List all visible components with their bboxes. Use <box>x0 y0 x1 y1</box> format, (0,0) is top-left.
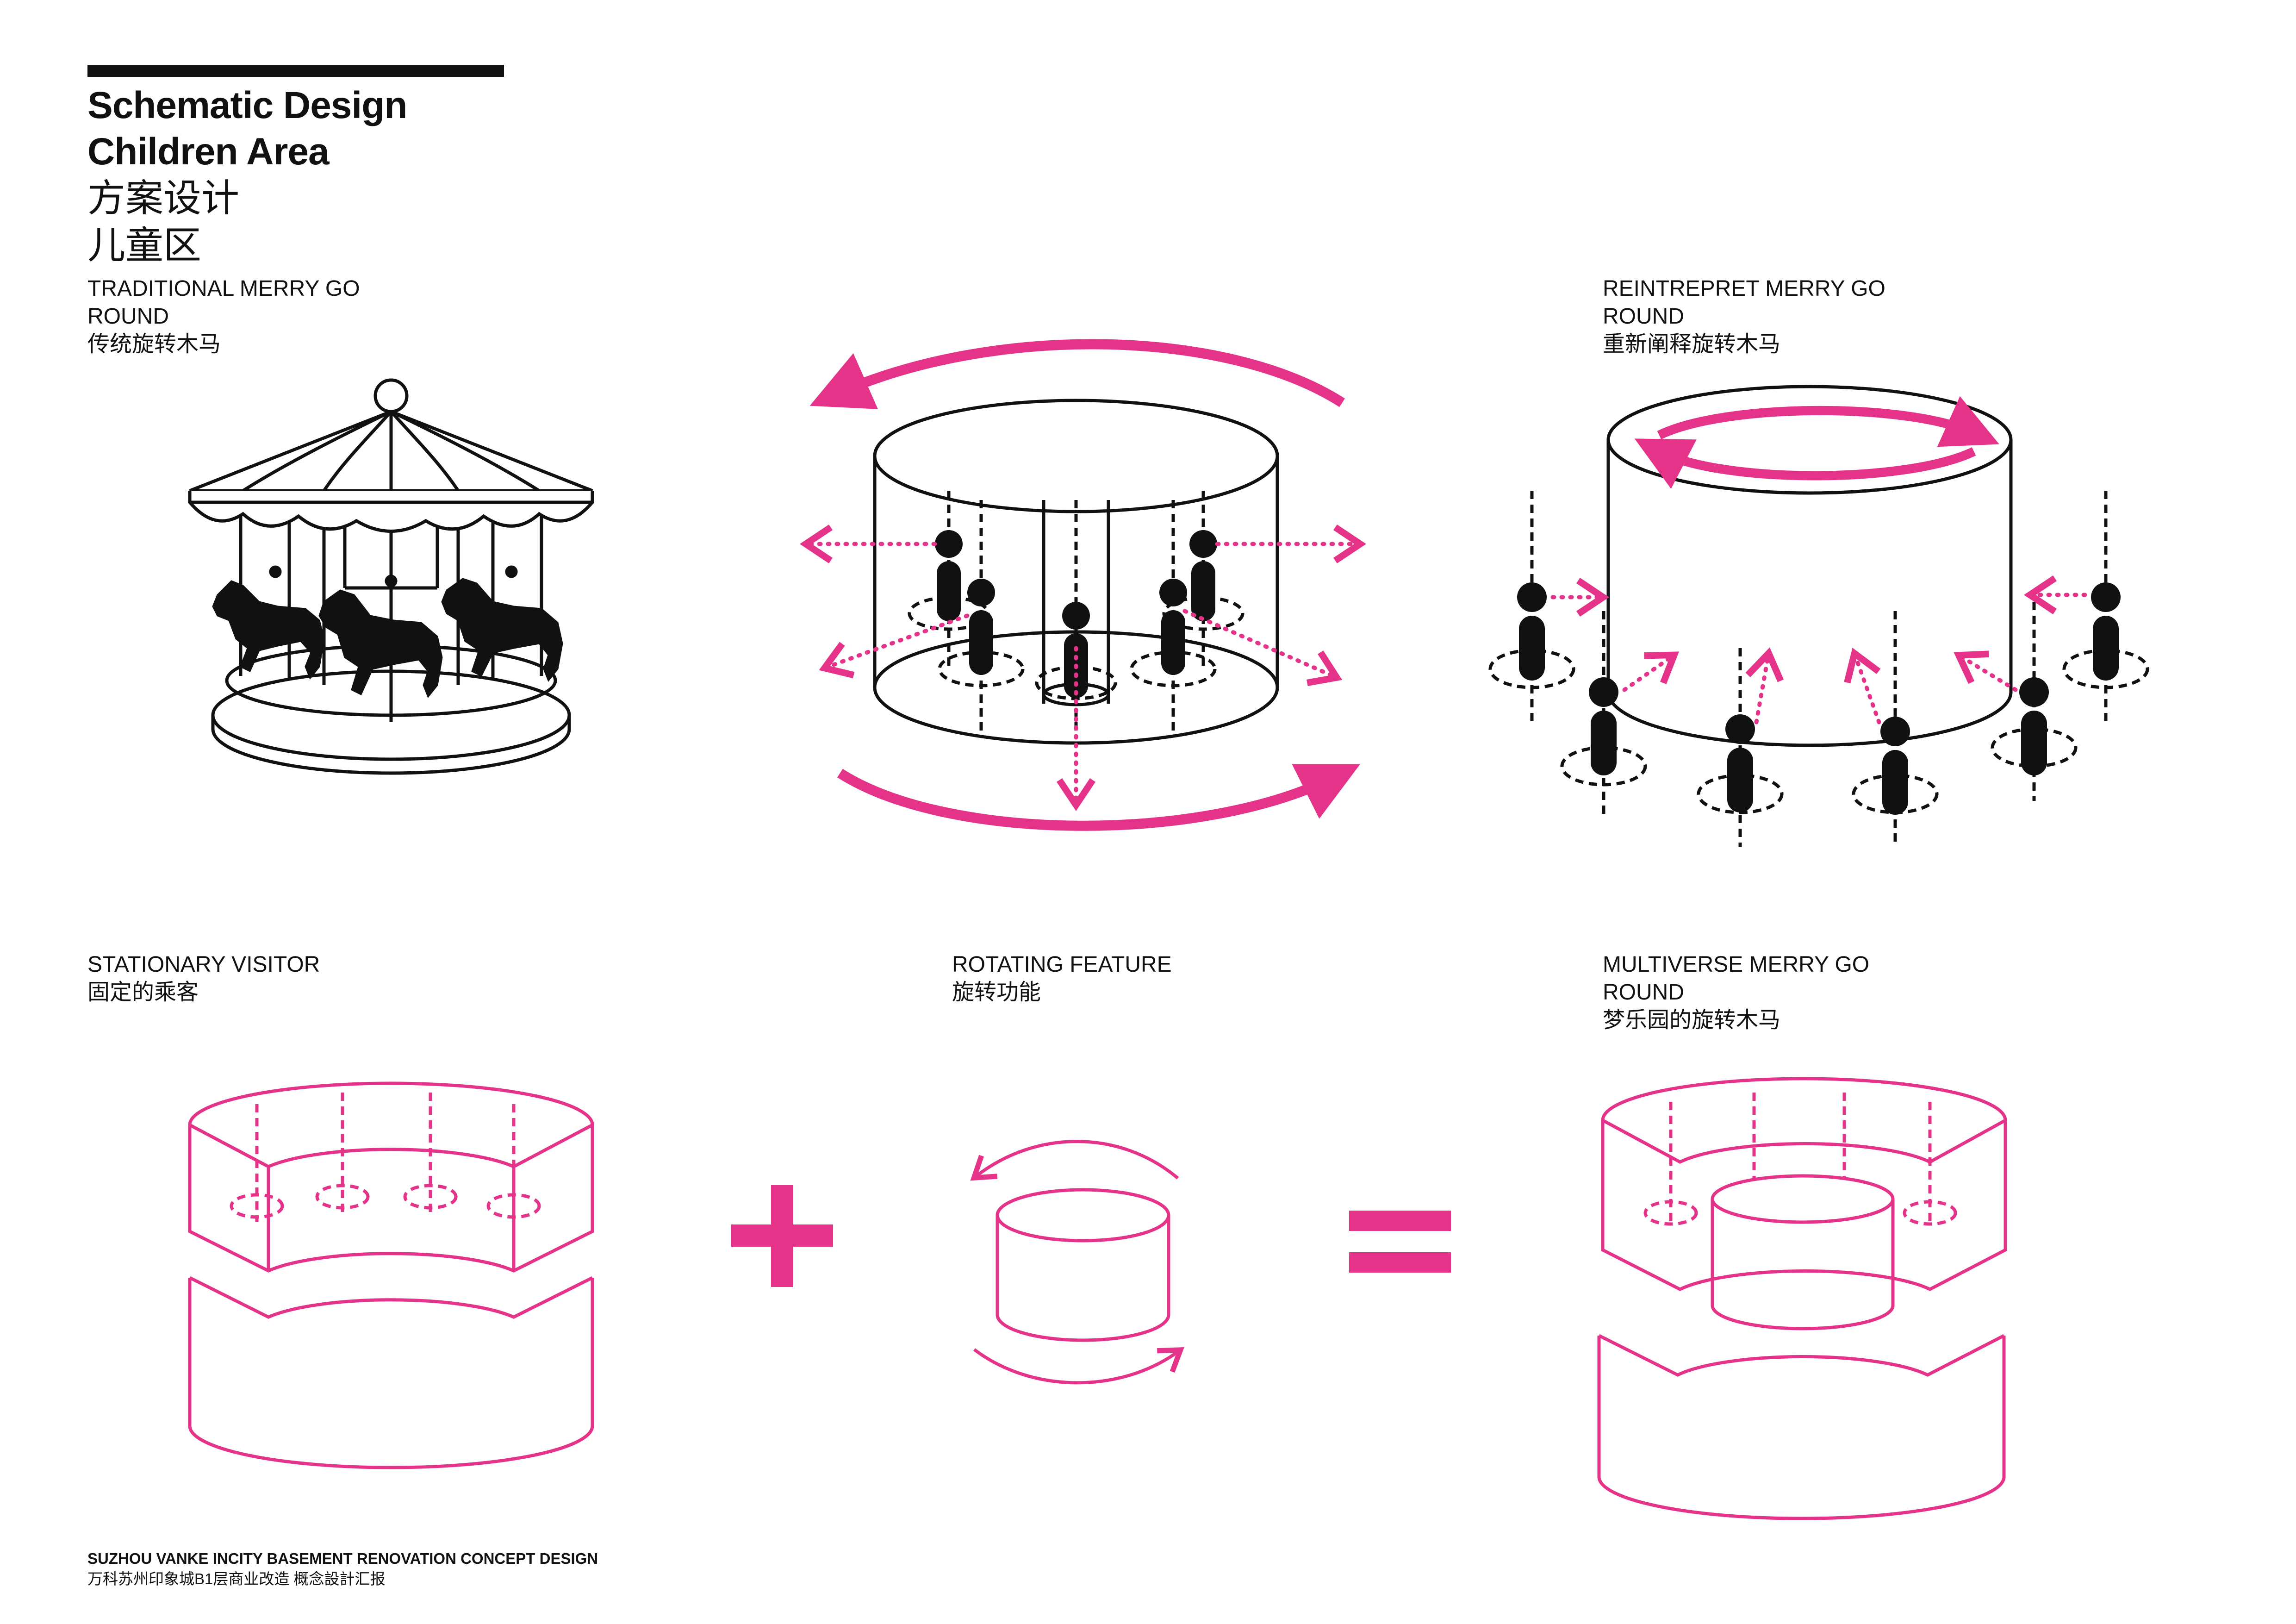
title-rule <box>87 65 504 77</box>
rotating-feature-diagram <box>970 1140 1184 1385</box>
rotating-cylinder-diagram <box>800 339 1366 831</box>
title-cn-line-2: 儿童区 <box>87 225 202 267</box>
page-title-cn: 方案设计 儿童区 <box>87 175 239 269</box>
rotation-arrow-bottom <box>837 764 1361 831</box>
title-cn-line-1: 方案设计 <box>87 177 240 219</box>
horse-right <box>441 578 563 682</box>
equals-operator <box>1349 1211 1451 1273</box>
rider-figures <box>935 530 1217 698</box>
traditional-label: TRADITIONAL MERRY GO ROUND 传统旋转木马 <box>87 276 360 356</box>
multiverse-label: MULTIVERSE MERRY GO ROUND 梦乐园的旋转木马 <box>1603 952 1870 1032</box>
footer-line-2: 万科苏州印象城B1层商业改造 概念設計汇报 <box>87 1570 386 1587</box>
rotating-label: ROTATING FEATURE 旋转功能 <box>952 952 1172 1005</box>
page-title: Schematic Design Children Area <box>87 82 407 175</box>
reinterpret-diagram <box>1488 385 2149 847</box>
title-line-2: Children Area <box>87 131 330 173</box>
plus-operator <box>731 1185 833 1287</box>
stationary-label: STATIONARY VISITOR 固定的乘客 <box>87 952 320 1005</box>
title-line-1: Schematic Design <box>87 84 407 126</box>
multiverse-diagram <box>1597 1077 2007 1520</box>
footer: SUZHOU VANKE INCITY BASEMENT RENOVATION … <box>87 1549 598 1589</box>
horse-center <box>318 589 443 698</box>
stationary-diagram <box>188 1081 594 1469</box>
traditional-carousel <box>188 378 594 775</box>
rotation-arrow-top <box>809 339 1345 409</box>
visitor-figures <box>1517 582 2121 815</box>
footer-line-1: SUZHOU VANKE INCITY BASEMENT RENOVATION … <box>87 1550 598 1567</box>
reinterpret-label: REINTREPRET MERRY GO ROUND 重新阐释旋转木马 <box>1603 276 1885 356</box>
horse-left <box>212 580 325 680</box>
